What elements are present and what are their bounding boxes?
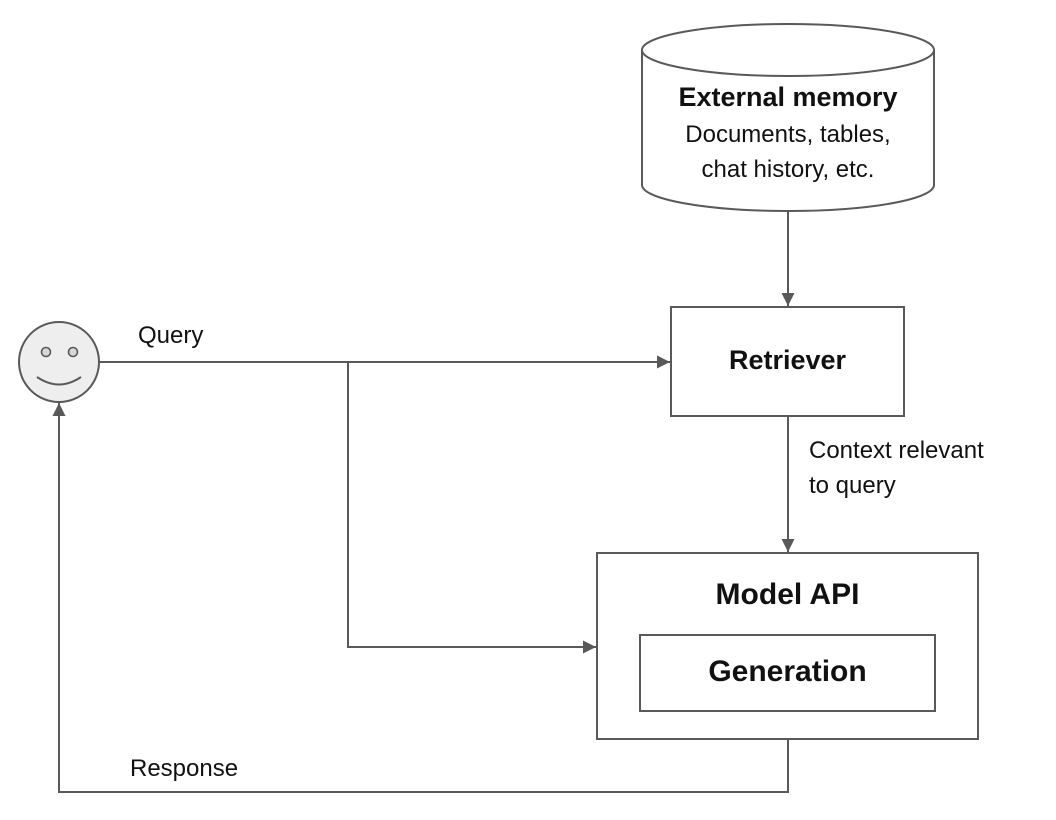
user-smiley-icon <box>18 321 100 403</box>
memory-line-2: chat history, etc. <box>701 156 875 183</box>
retriever-box <box>670 306 905 417</box>
query-to-model-api-arrow <box>347 362 596 654</box>
generation-box <box>639 634 936 712</box>
external-memory-cylinder <box>641 23 935 212</box>
generation-title: Generation <box>708 655 867 688</box>
context-label-line-1: Context relevant <box>809 437 984 464</box>
right-eye <box>67 346 79 358</box>
response-arrow <box>52 403 789 793</box>
smile <box>36 376 82 386</box>
model-api-title: Model API <box>715 578 860 611</box>
memory-line-1: Documents, tables, <box>685 121 891 148</box>
memory-title: External memory <box>678 82 898 112</box>
response-label: Response <box>130 755 239 782</box>
left-eye <box>40 346 52 358</box>
context-label-line-2: to query <box>809 472 896 499</box>
retriever-title: Retriever <box>728 345 847 375</box>
query-label: Query <box>138 322 204 349</box>
